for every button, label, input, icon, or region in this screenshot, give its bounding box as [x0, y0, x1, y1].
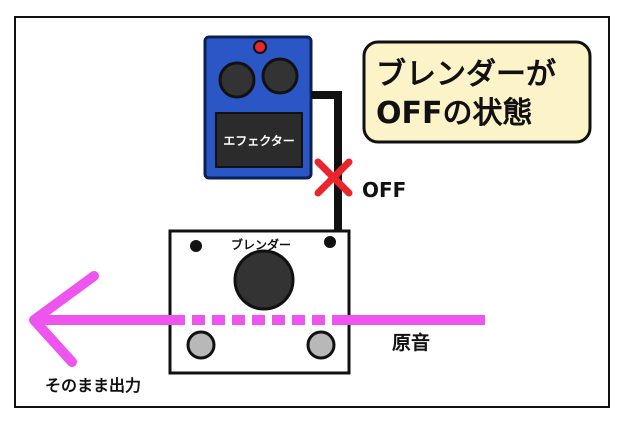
callout-line-1: ブレンダーが — [376, 57, 556, 92]
effector-switch-panel — [215, 112, 303, 168]
blender-jack-right — [306, 330, 336, 360]
signal-arrow — [29, 271, 485, 367]
blender-label: ブレンダー — [231, 237, 291, 252]
callout-line-2: OFFの状態 — [376, 96, 533, 131]
status-callout: ブレンダーが OFFの状態 — [362, 40, 592, 144]
off-label: OFF — [362, 178, 406, 202]
effector-knob-left — [218, 61, 256, 99]
output-label: そのまま出力 — [45, 376, 141, 395]
input-sound-label: 原音 — [392, 331, 430, 354]
blender-screw-right — [324, 236, 336, 248]
blender-screw-left — [190, 240, 202, 252]
effector-knob-right — [261, 57, 299, 95]
led-indicator — [253, 40, 267, 54]
blender-pedal: ブレンダー — [168, 229, 351, 375]
off-x-mark — [314, 158, 353, 197]
effector-pedal: エフェクター — [203, 35, 313, 180]
blender-knob — [233, 249, 295, 311]
blender-jack-left — [186, 330, 216, 360]
effector-label: エフェクター — [223, 134, 295, 148]
